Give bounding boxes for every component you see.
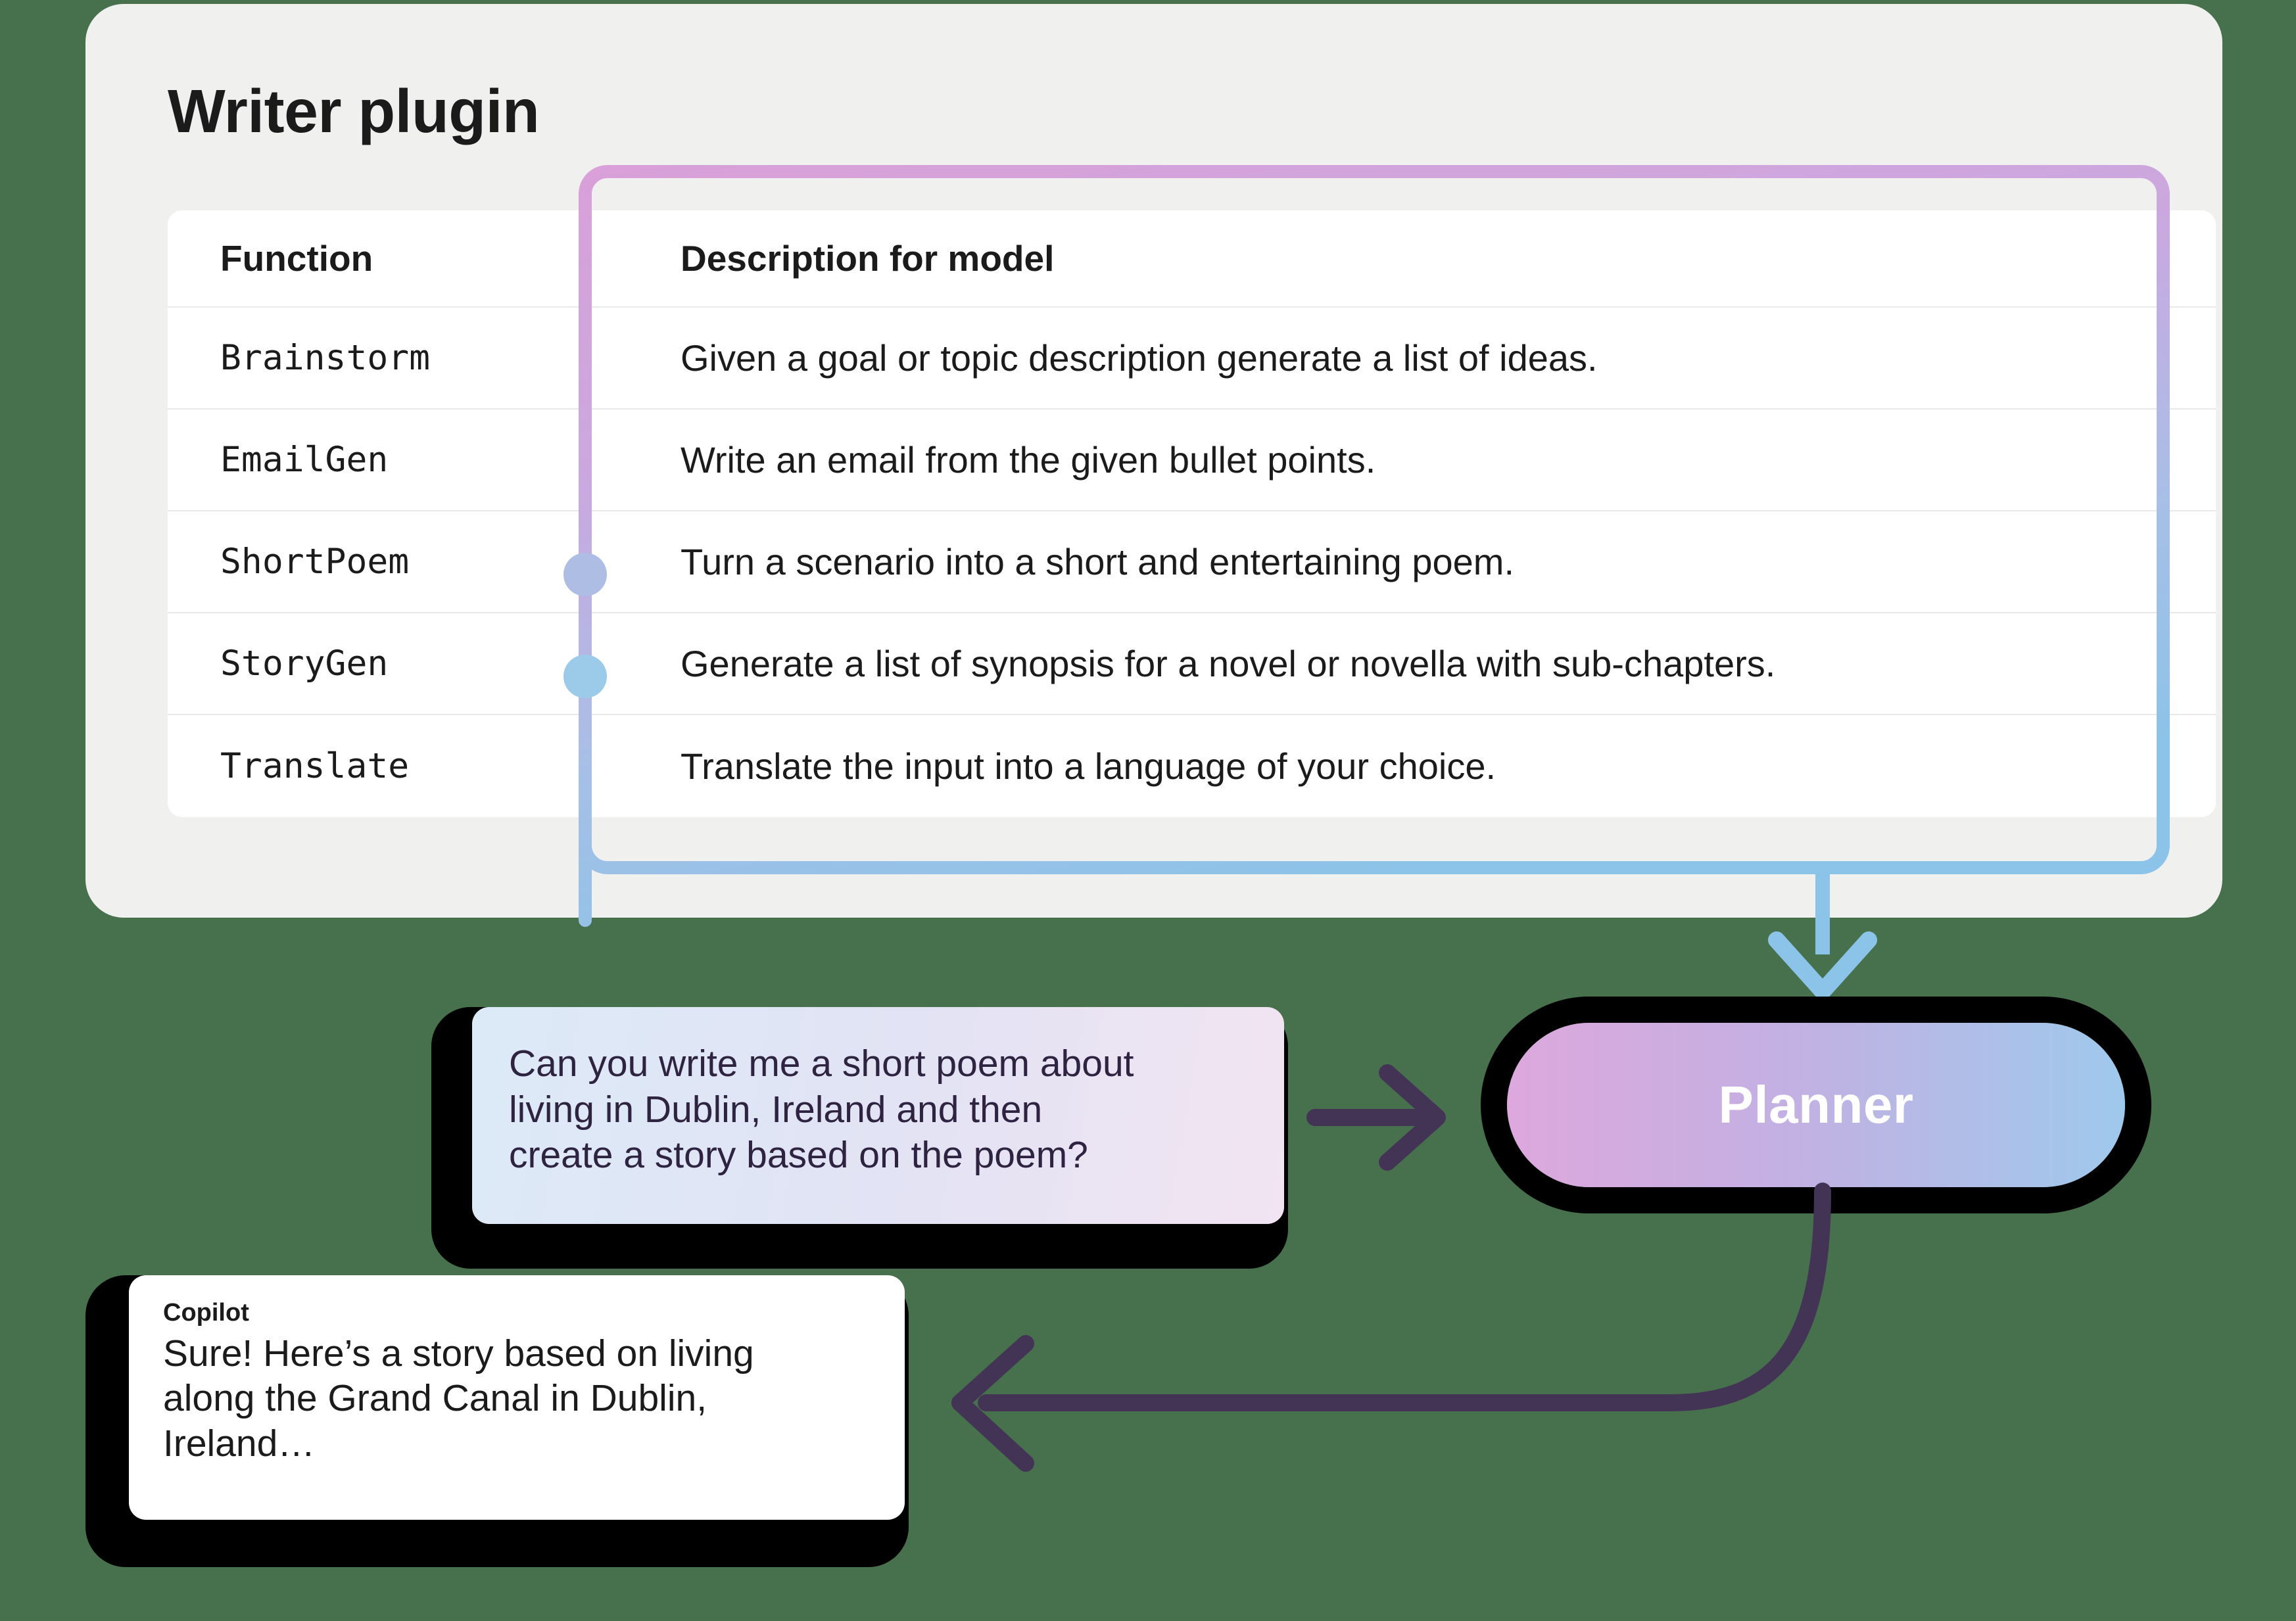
- user-message-bubble[interactable]: Can you write me a short poem about livi…: [472, 1007, 1284, 1224]
- table-row[interactable]: Brainstorm Given a goal or topic descrip…: [168, 308, 2216, 410]
- function-name: EmailGen: [220, 440, 389, 480]
- planner-node[interactable]: Planner: [1507, 1023, 2125, 1187]
- connector-dot-shortpoem: [563, 553, 607, 596]
- function-description: Given a goal or topic description genera…: [681, 337, 1598, 379]
- function-description: Write an email from the given bullet poi…: [681, 439, 1376, 481]
- user-message-text: Can you write me a short poem about livi…: [509, 1043, 1134, 1177]
- column-header-function: Function: [220, 238, 373, 279]
- function-name: ShortPoem: [220, 542, 410, 582]
- page-title: Writer plugin: [168, 77, 540, 145]
- table-row[interactable]: EmailGen Write an email from the given b…: [168, 410, 2216, 511]
- function-description: Generate a list of synopsis for a novel …: [681, 643, 1776, 684]
- writer-plugin-card: Writer plugin Function Description for m…: [85, 4, 2222, 918]
- functions-table: Function Description for model Brainstor…: [168, 210, 2216, 817]
- column-header-description: Description for model: [681, 238, 1055, 279]
- function-name: StoryGen: [220, 644, 389, 684]
- function-description: Translate the input into a language of y…: [681, 745, 1496, 787]
- planner-label: Planner: [1718, 1075, 1914, 1134]
- copilot-message-text: Sure! Here’s a story based on living alo…: [163, 1332, 754, 1465]
- function-name: Translate: [220, 746, 410, 786]
- copilot-message-bubble[interactable]: Copilot Sure! Here’s a story based on li…: [129, 1275, 905, 1520]
- arrow-planner-to-copilot: [951, 1183, 1831, 1472]
- table-header-row: Function Description for model: [168, 210, 2216, 308]
- arrow-user-to-planner: [1306, 1064, 1446, 1171]
- connector-dot-storygen: [563, 655, 607, 698]
- function-description: Turn a scenario into a short and enterta…: [681, 541, 1515, 582]
- table-row[interactable]: ShortPoem Turn a scenario into a short a…: [168, 511, 2216, 613]
- copilot-speaker-label: Copilot: [163, 1299, 249, 1327]
- function-name: Brainstorm: [220, 338, 431, 378]
- table-row[interactable]: Translate Translate the input into a lan…: [168, 715, 2216, 817]
- table-row[interactable]: StoryGen Generate a list of synopsis for…: [168, 613, 2216, 715]
